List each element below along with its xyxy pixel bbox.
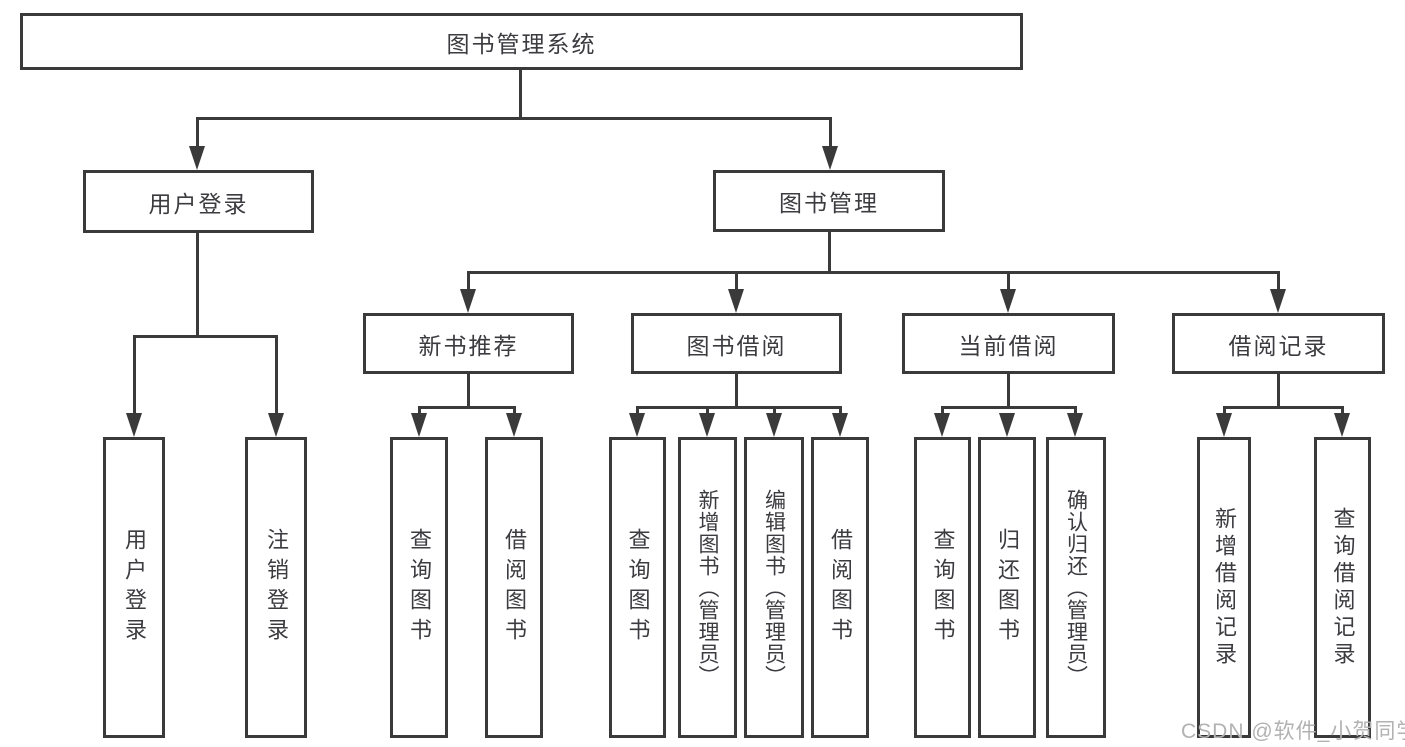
connector-line: [133, 335, 136, 417]
connector-line: [519, 70, 522, 118]
leaf-query-book-1: 查询图书: [390, 437, 448, 738]
connector-line: [636, 406, 842, 409]
connector-line: [196, 233, 199, 338]
leaf-label: 查询图书: [407, 527, 432, 648]
connector-line: [467, 374, 470, 409]
leaf-query-book-3: 查询图书: [914, 437, 971, 738]
connector-line: [133, 335, 278, 338]
arrowhead-icon: [1334, 413, 1350, 437]
connector-line: [1007, 374, 1010, 409]
leaf-return-book: 归还图书: [978, 437, 1036, 738]
leaf-label: 查询图书: [625, 527, 651, 648]
leaf-label: 新增图书（管理员）: [696, 488, 719, 687]
node-label: 借阅记录: [1228, 332, 1329, 359]
connector-line: [513, 406, 516, 418]
leaf-label: 用户登录: [122, 527, 147, 648]
leaf-add-borrow-record: 新增借阅记录: [1197, 437, 1251, 738]
arrowhead-icon: [999, 413, 1015, 437]
connector-line: [196, 117, 832, 120]
leaf-logout: 注销登录: [245, 437, 307, 738]
arrowhead-icon: [766, 413, 782, 437]
connector-line: [418, 406, 421, 418]
arrowhead-icon: [1216, 413, 1232, 437]
arrowhead-icon: [699, 413, 715, 437]
arrowhead-icon: [411, 413, 427, 437]
node-current-borrow: 当前借阅: [902, 313, 1115, 374]
connector-line: [1223, 406, 1344, 409]
node-book-management: 图书管理: [713, 170, 945, 232]
connector-line: [1223, 406, 1226, 418]
connector-line: [706, 406, 709, 418]
connector-line: [1277, 271, 1280, 291]
connector-line: [828, 232, 831, 273]
leaf-label: 借阅图书: [502, 527, 527, 648]
arrowhead-icon: [268, 413, 284, 437]
connector-line: [735, 271, 738, 291]
leaf-label: 归还图书: [995, 527, 1020, 648]
connector-line: [418, 406, 516, 409]
node-label: 图书借阅: [686, 332, 787, 359]
leaf-label: 编辑图书（管理员）: [762, 488, 786, 687]
node-label: 用户登录: [148, 190, 249, 217]
connector-line: [829, 117, 832, 150]
connector-line: [1277, 374, 1280, 409]
leaf-label: 查询图书: [930, 527, 956, 648]
node-borrow-record: 借阅记录: [1172, 313, 1385, 374]
leaf-borrow-book-1: 借阅图书: [485, 437, 543, 738]
leaf-confirm-return-admin: 确认归还（管理员）: [1046, 437, 1106, 738]
connector-line: [839, 406, 842, 418]
node-label: 当前借阅: [958, 332, 1059, 359]
arrowhead-icon: [506, 413, 522, 437]
leaf-user-login: 用户登录: [103, 437, 165, 738]
arrowhead-icon: [189, 146, 205, 170]
leaf-add-book-admin: 新增图书（管理员）: [678, 437, 737, 738]
node-book-borrow: 图书借阅: [631, 313, 842, 374]
arrowhead-icon: [1000, 289, 1016, 313]
connector-line: [1007, 271, 1010, 291]
connector-line: [735, 374, 738, 409]
leaf-edit-book-admin: 编辑图书（管理员）: [744, 437, 804, 738]
node-new-book-recommend: 新书推荐: [363, 313, 574, 374]
node-label: 图书管理: [779, 190, 879, 216]
leaf-label: 新增借阅记录: [1212, 506, 1237, 669]
connector-line: [941, 406, 1077, 409]
arrowhead-icon: [728, 289, 744, 313]
arrowhead-icon: [126, 413, 142, 437]
arrowhead-icon: [822, 146, 838, 170]
arrowhead-icon: [629, 413, 645, 437]
connector-line: [275, 335, 278, 417]
connector-line: [1341, 406, 1344, 418]
connector-line: [636, 406, 639, 418]
connector-line: [773, 406, 776, 418]
leaf-label: 查询借阅记录: [1330, 506, 1356, 669]
connector-line: [467, 271, 1280, 274]
arrowhead-icon: [832, 413, 848, 437]
arrowhead-icon: [1270, 289, 1286, 313]
leaf-query-book-2: 查询图书: [609, 437, 666, 738]
leaf-label: 注销登录: [264, 527, 289, 648]
node-label: 新书推荐: [418, 332, 519, 359]
arrowhead-icon: [1067, 413, 1083, 437]
leaf-label: 借阅图书: [828, 527, 853, 648]
arrowhead-icon: [460, 289, 476, 313]
leaf-query-borrow-record: 查询借阅记录: [1314, 437, 1371, 738]
connector-line: [196, 117, 199, 150]
node-root: 图书管理系统: [20, 13, 1023, 70]
arrowhead-icon: [934, 413, 950, 437]
node-user-login: 用户登录: [83, 170, 314, 233]
connector-line: [941, 406, 944, 418]
csdn-watermark: CSDN @软件_小贺同学: [1181, 720, 1405, 743]
connector-line: [467, 271, 470, 291]
node-root-label: 图书管理系统: [446, 30, 597, 57]
leaf-label: 确认归还（管理员）: [1064, 488, 1088, 687]
connector-line: [1074, 406, 1077, 418]
leaf-borrow-book-2: 借阅图书: [811, 437, 869, 738]
